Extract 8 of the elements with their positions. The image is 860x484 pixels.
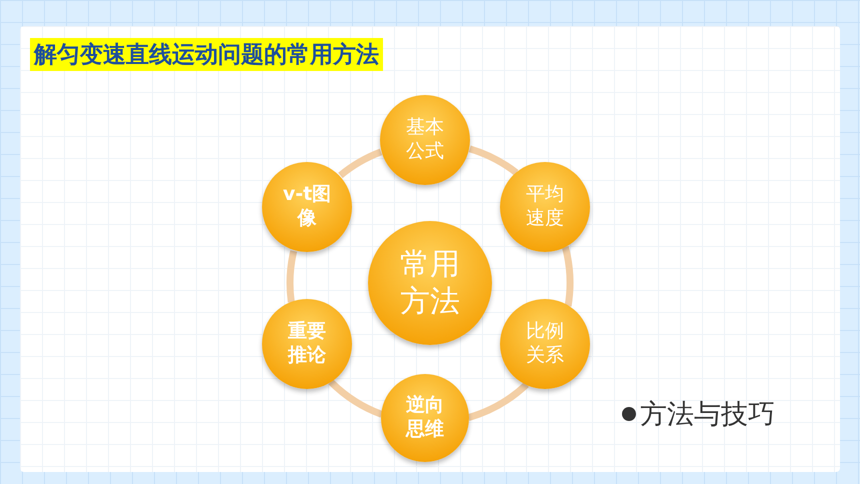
ring-arc [328,379,384,418]
ring-arc [338,148,382,178]
ring-arc [467,382,529,421]
title: 解匀变速直线运动问题的常用方法 [30,38,383,71]
ring-arc [468,146,518,176]
note-text: 方法与技巧 [640,398,775,432]
ring-arc [286,250,298,303]
ring-arc [562,246,574,306]
